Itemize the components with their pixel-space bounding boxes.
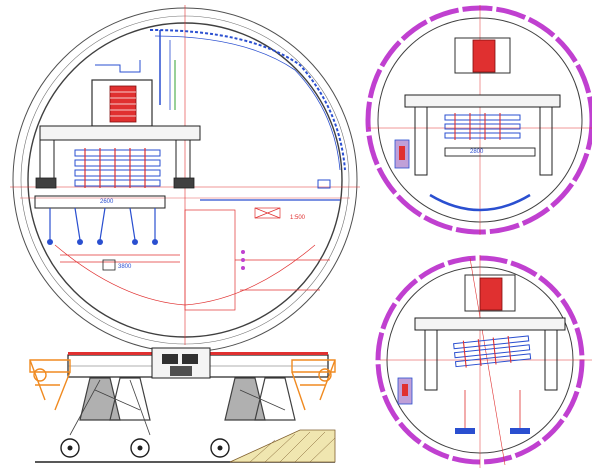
- detail-bottom-leg-left: [424, 329, 438, 391]
- dim-main-width: 2600: [100, 199, 114, 205]
- invert-structure: [54, 207, 330, 311]
- main-tunnel-section: 2600 3800 1:500: [10, 5, 360, 353]
- elevation-ramp-hatch: [249, 431, 336, 463]
- drain-box: [102, 259, 116, 271]
- detail-bottom-wheels: [455, 428, 530, 434]
- detail-top-base-platform: [444, 147, 536, 157]
- detail-section-top: 2800: [365, 5, 592, 235]
- detail-top-leg-right: [539, 106, 553, 176]
- gantry-foot-right: [173, 177, 195, 189]
- elevation-bracing: [69, 379, 295, 436]
- detail-top-crane-block: [472, 39, 496, 73]
- cable-hook: [95, 60, 141, 73]
- gantry-leg-right: [175, 139, 191, 181]
- detail-top-invert: [429, 193, 531, 212]
- detail-bottom-crane-frame: [464, 274, 516, 312]
- lower-platform: [34, 195, 166, 209]
- detail-top-crane-frame: [454, 37, 511, 74]
- dim-detail-top: 2800: [470, 149, 484, 155]
- elevation-cab-door: [170, 366, 192, 376]
- detail-top-segments: [444, 113, 521, 140]
- right-equipment-box: [317, 179, 331, 189]
- dim-right-small: 1:500: [290, 215, 306, 221]
- detail-bottom-leg-right: [544, 329, 558, 391]
- elevation-legs: [79, 377, 296, 421]
- elevation-arm-left: [29, 359, 71, 411]
- segment-stack: [74, 148, 161, 188]
- elevation-cab-window: [162, 354, 178, 364]
- dim-lower-width: 3800: [118, 264, 132, 270]
- cable-route-upper-2: [154, 35, 341, 171]
- gantry-foot-left: [35, 177, 57, 189]
- platform-supports: [49, 207, 156, 241]
- detail-bottom-segments: [453, 335, 532, 368]
- detail-bottom-crane-block: [479, 277, 503, 311]
- crane-block-stripes: [110, 91, 136, 117]
- detail-bottom-side-panel-red: [402, 384, 408, 396]
- detail-top-leg-left: [414, 106, 428, 176]
- elevation-cab-window-2: [182, 354, 198, 364]
- detail-top-side-panel-red: [399, 146, 405, 160]
- detail-bottom-legs-red: [464, 390, 521, 428]
- magenta-markers: [241, 250, 245, 270]
- detail-section-bottom: [375, 255, 592, 468]
- detail-bottom-gantry-beam: [414, 317, 566, 331]
- platform-wheels: [47, 239, 158, 245]
- elevation-arm-right: [291, 359, 336, 411]
- cable-route-upper: [149, 29, 346, 171]
- detail-bottom-tilt-line: [469, 257, 506, 466]
- gantry-leg-left: [39, 139, 55, 181]
- elevation-wheel-hubs: [67, 445, 288, 451]
- gantry-beam: [39, 125, 201, 141]
- gantry-elevation-view: [29, 347, 336, 463]
- detail-top-gantry-beam: [404, 94, 561, 108]
